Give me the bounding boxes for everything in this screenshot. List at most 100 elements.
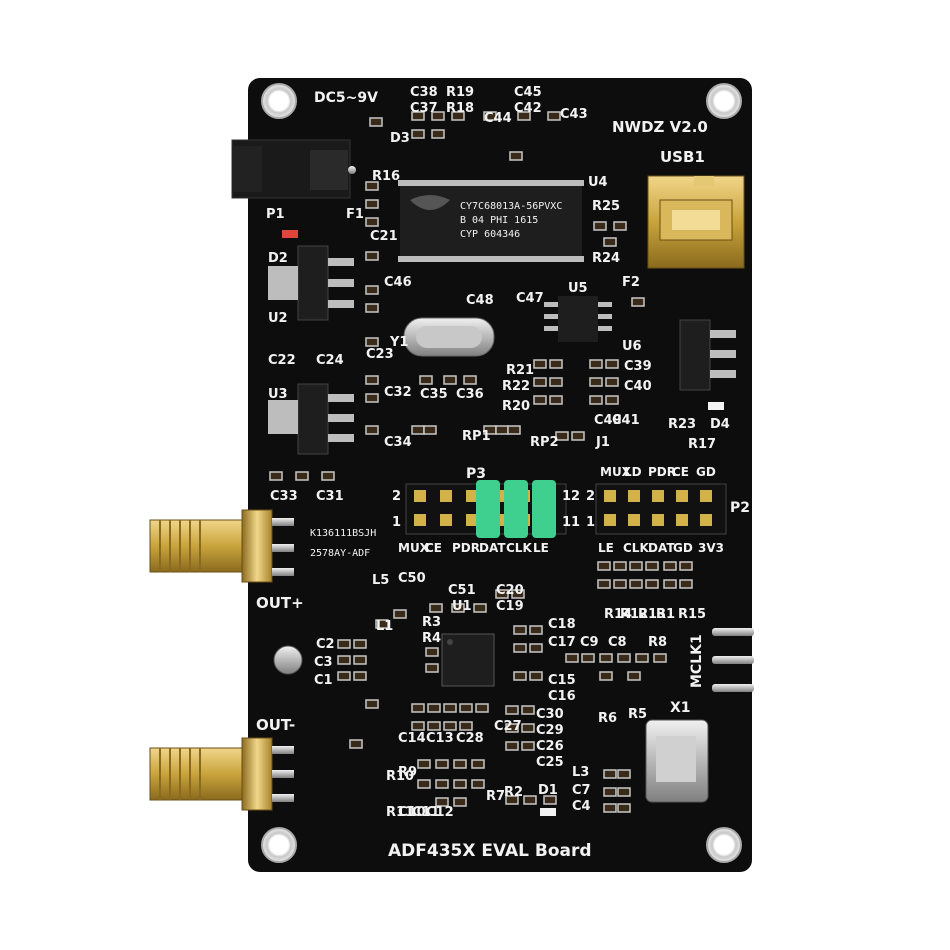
smd-part xyxy=(603,803,617,813)
adf-chip xyxy=(441,633,495,687)
smd-part xyxy=(513,671,527,681)
designator-label: C10 xyxy=(398,805,426,820)
designator-label: C48 xyxy=(466,293,494,308)
p3-pin-bottom-end: 11 xyxy=(562,515,580,530)
designator-label: R14 xyxy=(604,607,632,622)
designator-label: R6 xyxy=(598,711,617,726)
header-pin xyxy=(414,514,426,526)
smd-part xyxy=(617,787,631,797)
smd-part xyxy=(427,721,441,731)
designator-label: C29 xyxy=(536,723,564,738)
p3-signal-label: CLK xyxy=(506,541,532,555)
designator-label: C13 xyxy=(426,731,454,746)
led-part xyxy=(708,402,724,410)
designator-label: C11 xyxy=(412,805,440,820)
sma-out-minus xyxy=(149,737,294,811)
designator-label: C17 xyxy=(548,635,576,650)
p2-name: P2 xyxy=(730,500,750,516)
designator-label: L5 xyxy=(372,573,389,588)
smd-part xyxy=(509,151,523,161)
mclk-pins xyxy=(712,628,754,692)
designator-label: L3 xyxy=(572,765,589,780)
smd-part xyxy=(365,337,379,347)
p3-signal-label: LE xyxy=(533,541,549,555)
smd-part xyxy=(521,723,535,733)
designator-label: C49 xyxy=(594,413,622,428)
smd-part xyxy=(337,655,351,665)
smd-part xyxy=(555,431,569,441)
smd-part xyxy=(549,359,563,369)
smd-part xyxy=(425,647,439,657)
smd-part xyxy=(507,425,521,435)
designator-label: R24 xyxy=(592,251,620,266)
smd-part xyxy=(533,377,547,387)
designator-label: Y1 xyxy=(389,335,408,350)
designator-label: C31 xyxy=(316,489,344,504)
smd-part xyxy=(627,671,641,681)
smd-part xyxy=(549,377,563,387)
header-pin xyxy=(466,490,478,502)
smd-part xyxy=(529,671,543,681)
smd-part xyxy=(593,221,607,231)
smd-components xyxy=(269,111,724,816)
smd-part xyxy=(365,285,379,295)
designator-label: C43 xyxy=(560,107,588,122)
p3-signal-label: PDR xyxy=(452,541,480,555)
version-label: NWDZ V2.0 xyxy=(612,118,708,136)
designator-label: C26 xyxy=(536,739,564,754)
smd-part xyxy=(645,579,659,589)
smd-part xyxy=(425,663,439,673)
designator-label: R12 xyxy=(620,607,648,622)
smd-part xyxy=(513,625,527,635)
smd-part xyxy=(463,375,477,385)
designator-label: C3 xyxy=(314,655,333,670)
regulators xyxy=(268,245,736,455)
smd-part xyxy=(533,395,547,405)
designator-label: R11 xyxy=(386,805,414,820)
p2-bottom-signal-label: GD xyxy=(673,541,693,555)
smd-part xyxy=(417,759,431,769)
designator-label: R15 xyxy=(678,607,706,622)
header-pin xyxy=(700,490,712,502)
smd-part xyxy=(423,425,437,435)
header-pin xyxy=(652,514,664,526)
designator-label: C4 xyxy=(572,799,591,814)
designator-label: C38 xyxy=(410,85,438,100)
smd-part xyxy=(521,741,535,751)
smd-part xyxy=(435,797,449,807)
designator-label: C14 xyxy=(398,731,426,746)
smd-part xyxy=(365,303,379,313)
designator-label: C34 xyxy=(384,435,412,450)
header-pin xyxy=(652,490,664,502)
smd-part xyxy=(565,653,579,663)
smd-part xyxy=(505,741,519,751)
smd-part xyxy=(431,129,445,139)
smd-part xyxy=(411,703,425,713)
smd-part xyxy=(631,297,645,307)
smd-part xyxy=(679,561,693,571)
designator-label: C40 xyxy=(624,379,652,394)
smd-part xyxy=(505,723,519,733)
smd-part xyxy=(495,589,509,599)
smd-part xyxy=(427,703,441,713)
smd-part xyxy=(353,671,367,681)
header-pin xyxy=(700,514,712,526)
out-minus-label: OUT- xyxy=(256,716,295,734)
smd-part xyxy=(613,561,627,571)
usb-label: USB1 xyxy=(660,148,705,166)
smd-part xyxy=(431,111,445,121)
designator-label: C27 xyxy=(494,719,522,734)
p3-pin-top-end: 12 xyxy=(562,489,580,504)
header-pin xyxy=(440,490,452,502)
smd-part xyxy=(505,795,519,805)
sma-out-plus xyxy=(149,509,294,583)
board-title: ADF435X EVAL Board xyxy=(388,841,592,861)
smd-part xyxy=(617,803,631,813)
smd-part xyxy=(603,769,617,779)
designator-label: C16 xyxy=(548,689,576,704)
smd-part xyxy=(411,721,425,731)
designator-label: D4 xyxy=(710,417,730,432)
p2-top-signal-label: MUX xyxy=(600,465,632,479)
smd-part xyxy=(365,181,379,191)
smd-part xyxy=(511,589,525,599)
